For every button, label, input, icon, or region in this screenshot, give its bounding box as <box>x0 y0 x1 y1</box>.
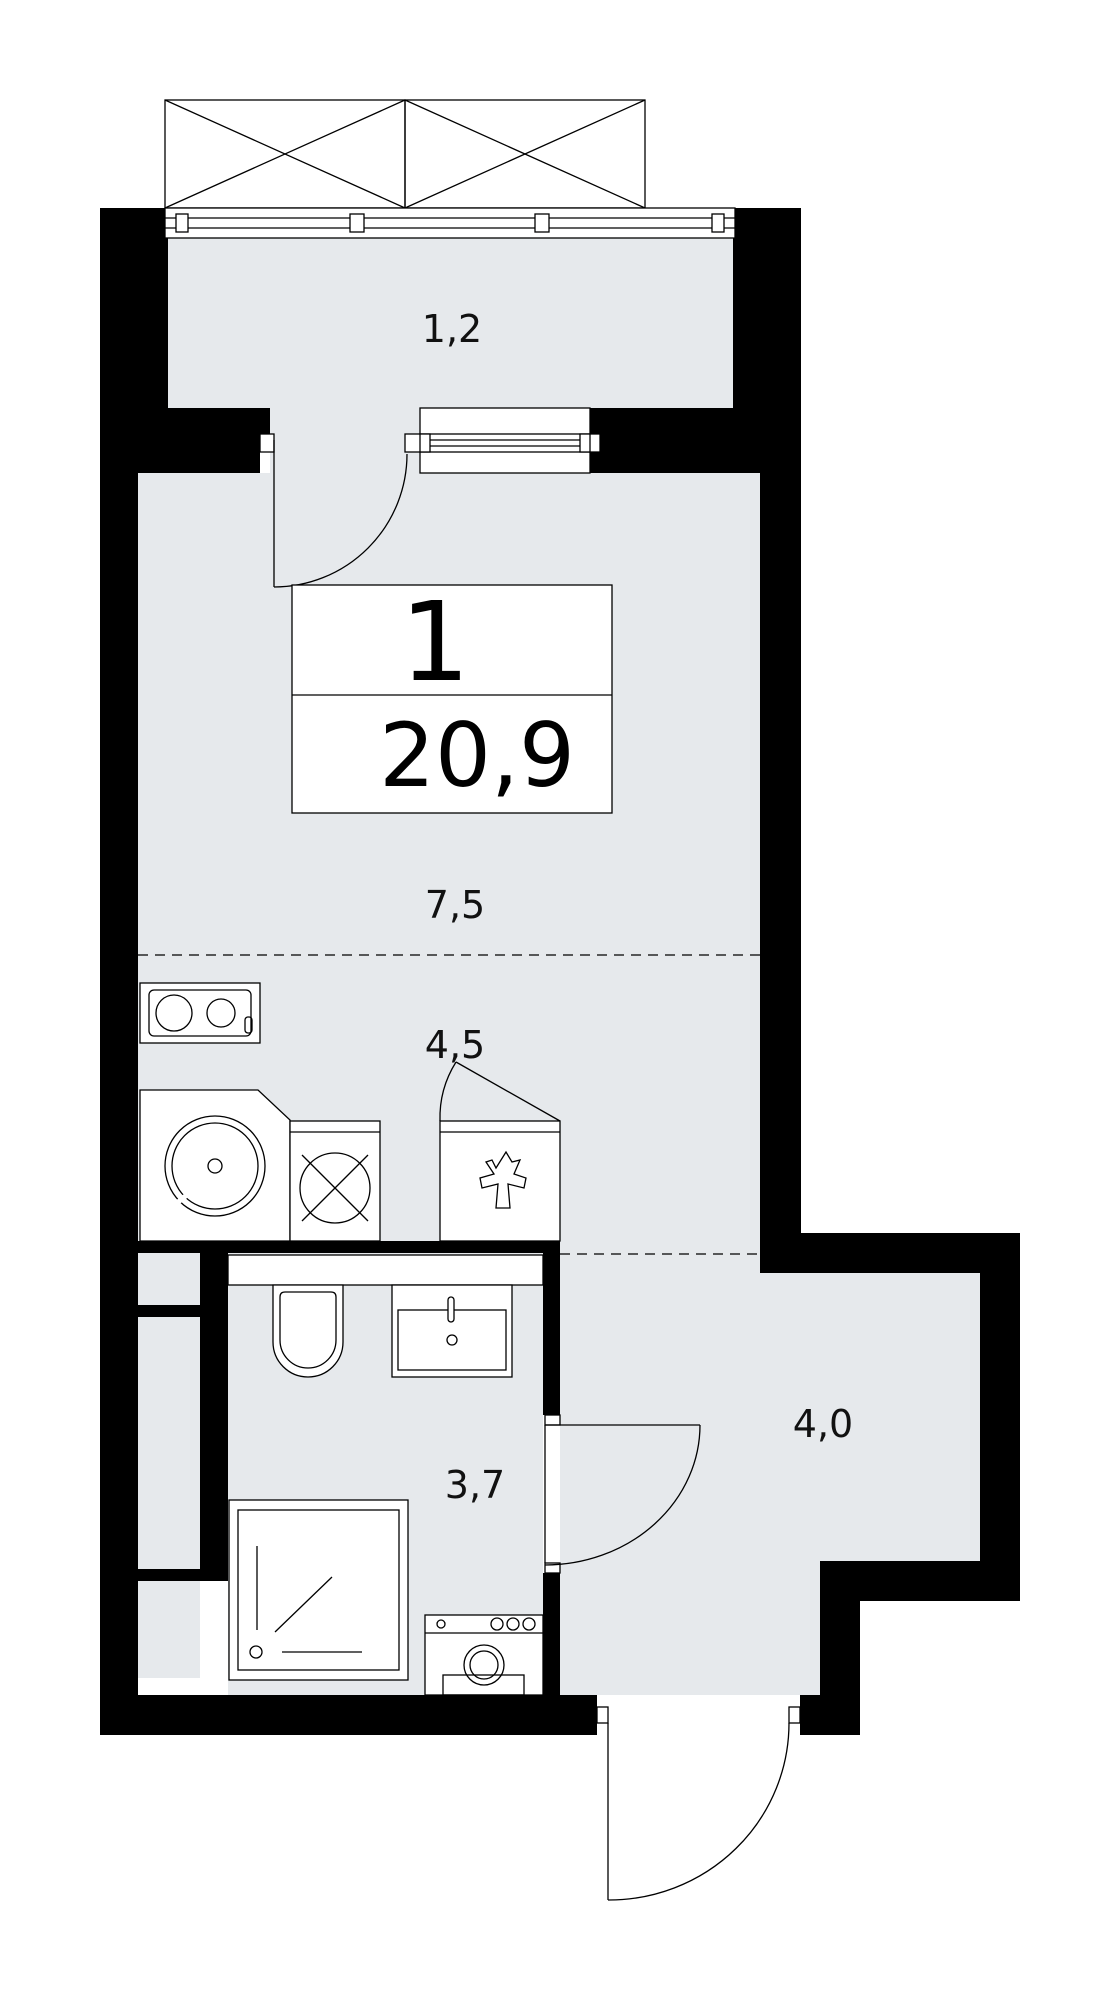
oven-icon <box>289 1120 381 1242</box>
balcony-floor <box>168 238 733 408</box>
rooms-count: 1 <box>400 578 470 706</box>
hallway-floor-upper <box>560 1241 760 1271</box>
living-area-label: 7,5 <box>425 883 485 927</box>
balcony-area-label: 1,2 <box>422 307 482 351</box>
balcony-door-threshold <box>270 408 420 473</box>
hallway-area-label: 4,0 <box>793 1402 853 1446</box>
hob-icon <box>139 982 261 1044</box>
bathroom-counter <box>227 1254 544 1286</box>
washbasin-icon <box>391 1284 513 1378</box>
hallway-floor <box>560 1271 980 1561</box>
sink-icon <box>139 1089 291 1242</box>
bathroom-door <box>544 1414 701 1574</box>
entrance-door <box>596 1706 801 1901</box>
apartment-badge: 1 20,9 <box>291 578 613 814</box>
kitchen-area-label: 4,5 <box>425 1023 485 1067</box>
balcony-window <box>164 207 736 239</box>
shower-icon <box>228 1499 409 1681</box>
storage-floor <box>138 1253 200 1678</box>
fridge-icon <box>439 1061 561 1242</box>
washing-machine-icon <box>424 1614 544 1696</box>
toilet-icon <box>272 1284 344 1378</box>
total-area: 20,9 <box>379 704 575 807</box>
bathroom-area-label: 3,7 <box>445 1463 505 1507</box>
walls <box>100 208 1020 1735</box>
balcony-railing <box>164 99 646 209</box>
hallway-floor-lower <box>560 1561 820 1695</box>
room-window <box>404 407 601 474</box>
balcony-door <box>259 433 408 588</box>
